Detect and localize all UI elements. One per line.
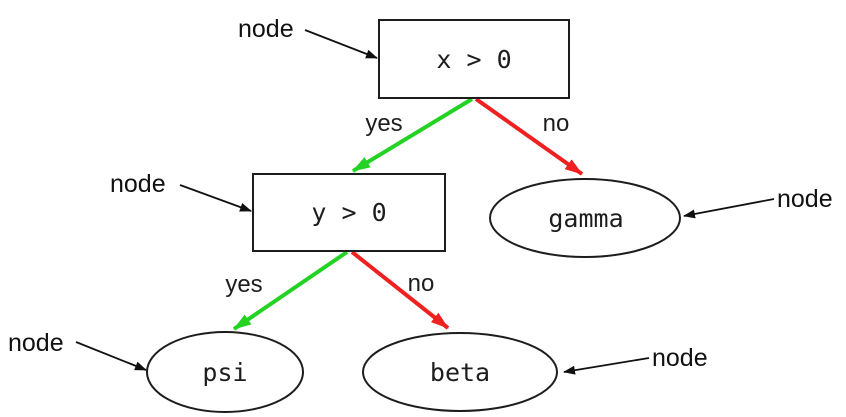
annotation-label-beta: node — [652, 344, 708, 372]
annotation-arrow-gamma — [683, 198, 775, 219]
leaf-node-psi — [146, 331, 304, 413]
annotation-arrow-psi — [75, 341, 147, 371]
leaf-node-beta — [362, 332, 558, 412]
leaf-node-gamma-label: gamma — [548, 204, 623, 233]
edge-root-no — [474, 97, 584, 176]
leaf-node-psi-label: psi — [202, 358, 247, 387]
edge-label-yes-bottom: yes — [225, 271, 262, 298]
annotation-label-child: node — [110, 170, 166, 198]
edge-child-yes — [232, 250, 349, 331]
leaf-node-gamma — [489, 178, 681, 258]
decision-node-x — [378, 19, 570, 99]
annotation-label-root: node — [238, 15, 294, 43]
edge-label-no-top: no — [543, 110, 570, 137]
edge-label-yes-top: yes — [365, 110, 402, 137]
annotation-arrow-beta — [563, 357, 650, 375]
leaf-node-beta-label: beta — [430, 358, 490, 387]
decision-node-y — [252, 173, 446, 252]
edge-child-no — [350, 250, 450, 330]
edge-label-no-bottom: no — [408, 270, 435, 297]
decision-node-y-label: y > 0 — [311, 198, 386, 227]
annotation-arrow-child — [179, 184, 252, 212]
annotation-label-psi: node — [8, 329, 64, 357]
edge-root-yes — [351, 97, 474, 173]
annotation-label-gamma: node — [777, 185, 833, 213]
annotation-arrow-root — [304, 29, 378, 59]
decision-node-x-label: x > 0 — [436, 45, 511, 74]
